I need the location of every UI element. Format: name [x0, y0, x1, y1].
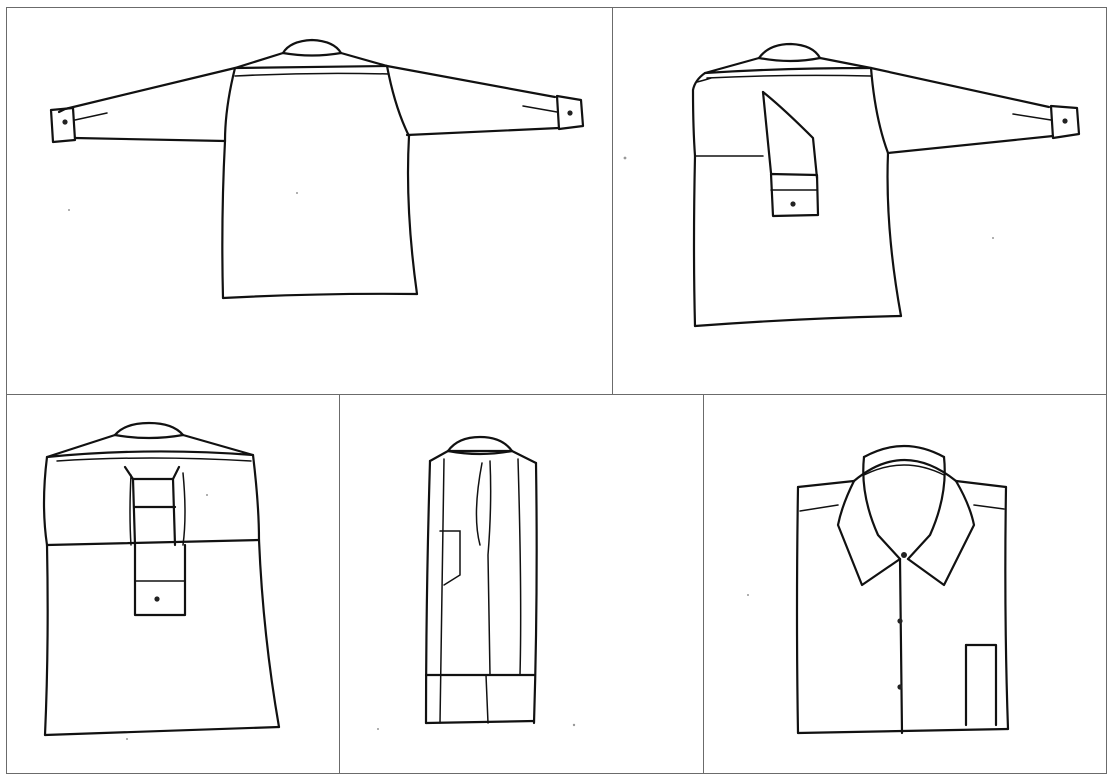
shirt-folded-front-icon [704, 395, 1107, 774]
panel-step-5 [703, 394, 1107, 774]
panel-step-4 [339, 394, 704, 774]
panel-step-1 [6, 7, 613, 395]
shirt-laid-flat-back-icon [7, 8, 613, 395]
shirt-left-sleeve-folded-icon [613, 8, 1107, 395]
shirt-side-folded-icon [340, 395, 704, 774]
panel-step-3 [6, 394, 340, 774]
panel-step-2 [612, 7, 1107, 395]
shirt-both-sleeves-folded-icon [7, 395, 340, 774]
